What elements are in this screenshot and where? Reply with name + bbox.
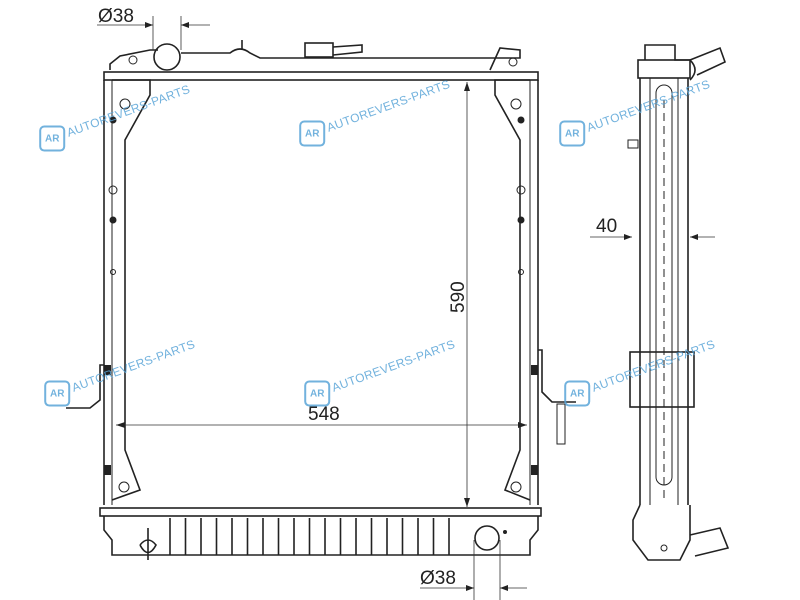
ar-logo-icon: AR	[39, 125, 66, 152]
top-inlet-diameter-label: Ø38	[98, 6, 134, 27]
ar-logo-icon: AR	[299, 120, 326, 147]
ar-logo-icon: AR	[564, 380, 591, 407]
bottom-outlet-pipe	[474, 525, 500, 551]
top-inlet-pipe	[153, 43, 181, 71]
depth-label: 40	[596, 216, 617, 237]
height-label: 590	[448, 281, 469, 313]
bottom-outlet-diameter-label: Ø38	[420, 568, 456, 589]
ar-logo-icon: AR	[304, 380, 331, 407]
core	[66, 79, 576, 505]
filler-cap	[304, 42, 334, 58]
side-view	[627, 44, 730, 561]
width-label: 548	[308, 404, 340, 425]
bottom-tank	[99, 507, 542, 560]
ar-logo-icon: AR	[44, 380, 71, 407]
ar-logo-icon: AR	[559, 120, 586, 147]
top-tank	[103, 40, 539, 81]
dimensions: Ø38 590 548 Ø38 40	[97, 6, 715, 600]
